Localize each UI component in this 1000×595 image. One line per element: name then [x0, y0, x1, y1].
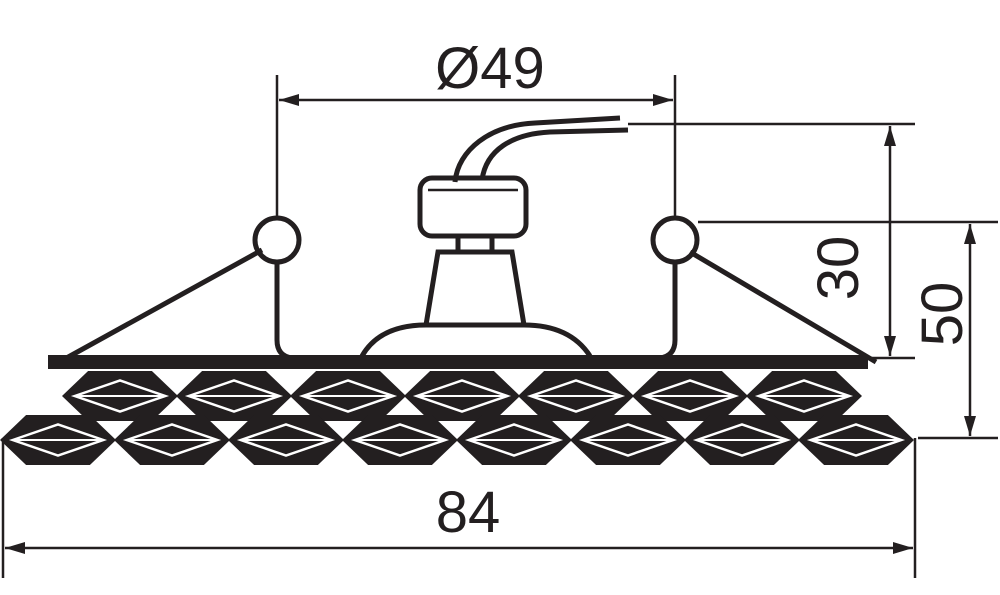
right-spring-arm: [688, 249, 878, 365]
diameter-dimension: Ø49: [275, 36, 677, 218]
diameter-label: Ø49: [435, 36, 545, 101]
upper-height-label: 30: [806, 236, 871, 301]
connector-block: [417, 175, 529, 239]
crystal-row-upper: [62, 371, 862, 421]
left-spring-leg: [274, 260, 293, 361]
total-height-label: 50: [910, 282, 975, 347]
upper-height-dimension: 30: [628, 122, 915, 360]
cable: [452, 115, 621, 183]
total-height-dimension: 50: [698, 220, 998, 440]
width-label: 84: [436, 480, 501, 545]
lamp-dome: [359, 322, 593, 358]
lamp-body: [0, 115, 914, 465]
cable-lower: [479, 127, 629, 181]
right-spring-pivot: [650, 215, 700, 265]
left-spring-arm: [50, 247, 264, 369]
left-spring-pivot: [252, 215, 302, 265]
right-spring-leg: [659, 260, 678, 361]
crystal-row-lower: [0, 415, 914, 465]
mounting-plate: [48, 355, 868, 369]
socket-body: [423, 249, 527, 328]
overall-width-dimension: 84: [1, 438, 917, 578]
